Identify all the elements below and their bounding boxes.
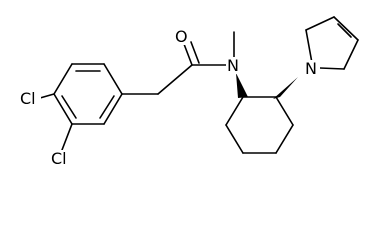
molecule-drawing: Cl Cl O N N bbox=[19, 16, 359, 168]
cyclohexane-ring bbox=[225, 96, 294, 154]
bond-carbonyl-o-1 bbox=[183, 43, 193, 66]
bond-carbonyl-o-2 bbox=[190, 41, 200, 64]
bond-ch2-carbonyl bbox=[157, 64, 193, 95]
atom-cl-lower: Cl bbox=[51, 149, 67, 168]
wedge-n-cyclohexyl bbox=[236, 73, 248, 98]
structure-diagram: Cl Cl O N N bbox=[19, 16, 359, 168]
atom-cl-upper: Cl bbox=[20, 89, 36, 108]
atom-oxygen: O bbox=[175, 27, 188, 46]
wedge-cyclohexyl-pyrroline bbox=[273, 77, 298, 99]
pyrroline-ring bbox=[305, 16, 359, 70]
bond-cl-upper bbox=[39, 93, 55, 99]
benzene-ring bbox=[53, 63, 123, 125]
bond-cl-lower bbox=[61, 123, 73, 151]
atom-pyrroline-nitrogen: N bbox=[305, 59, 317, 78]
atom-amide-nitrogen: N bbox=[227, 56, 239, 75]
